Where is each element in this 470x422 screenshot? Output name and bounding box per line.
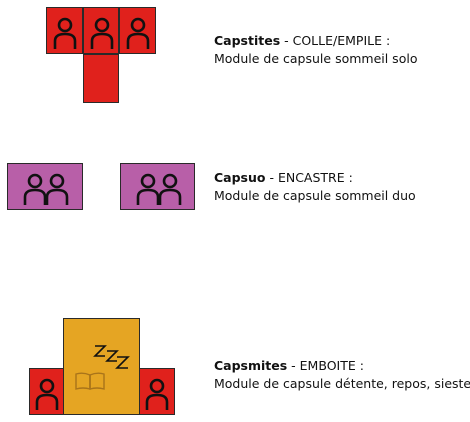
- person-icon: [90, 17, 114, 49]
- person-icon: [53, 17, 77, 49]
- module-description: Module de capsule sommeil duo: [214, 188, 416, 203]
- module-name: Capsmites: [214, 358, 288, 373]
- capsmites-rest-capsule: [63, 318, 140, 415]
- capstites-capsule-2: [83, 7, 119, 54]
- capstites-capsule-stacked: [83, 54, 119, 103]
- capsuo-capsule-2: [120, 163, 195, 210]
- module-technique: - ENCASTRE :: [265, 170, 353, 185]
- capsuo-capsule-1: [7, 163, 83, 210]
- capstites-capsule-1: [46, 7, 83, 54]
- capstites-label: Capstites - COLLE/EMPILE : Module de cap…: [214, 32, 466, 68]
- capsmites-capsule-left: [29, 368, 64, 415]
- module-name: Capsuo: [214, 170, 266, 185]
- module-name: Capstites: [214, 33, 281, 48]
- sleep-zzz-icon: [93, 345, 130, 369]
- capstites-capsule-3: [119, 7, 156, 54]
- module-description: Module de capsule sommeil solo: [214, 51, 418, 66]
- capsmites-capsule-right: [139, 368, 175, 415]
- two-people-icon: [136, 173, 182, 205]
- module-technique: - EMBOITE :: [287, 358, 364, 373]
- book-icon: [75, 372, 105, 390]
- two-people-icon: [23, 173, 69, 205]
- capsuo-label: Capsuo - ENCASTRE : Module de capsule so…: [214, 169, 466, 205]
- module-description: Module de capsule détente, repos, sieste: [214, 376, 470, 391]
- person-icon: [145, 378, 169, 410]
- capsmites-label: Capsmites - EMBOITE : Module de capsule …: [214, 357, 470, 393]
- module-technique: - COLLE/EMPILE :: [280, 33, 391, 48]
- person-icon: [126, 17, 150, 49]
- person-icon: [35, 378, 59, 410]
